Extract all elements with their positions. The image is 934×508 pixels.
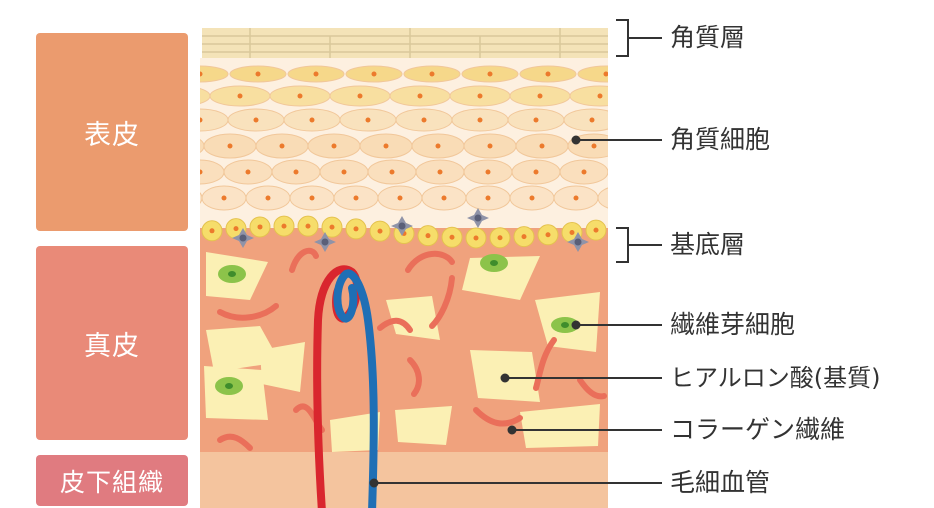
basal-cell [346,219,366,239]
basal-cell [538,225,558,245]
keratinocyte-cell [150,86,210,106]
basal-cell [514,227,534,247]
keratinocyte-cell [390,86,450,106]
keratinocyte-cell [308,134,360,158]
fibroblast-cell [215,377,243,395]
keratinocyte-cell [346,66,402,82]
keratinocyte-cell [172,109,228,131]
keratinocyte-cell [204,134,256,158]
keratinocyte-cell [452,109,508,131]
basal-layer-label: 基底層 [670,230,745,260]
keratinocyte-cell [320,160,368,184]
keratinocyte-layer [150,58,656,228]
keratinocyte-cell [330,86,390,106]
keratinocyte-cell [450,86,510,106]
keratinocyte-cell [564,109,620,131]
keratinocyte-cell [516,134,568,158]
basal-cell [466,228,486,248]
keratinocyte-cell [290,186,334,210]
basal-cell [298,216,318,236]
keratinocyte-cell [152,134,204,158]
keratinocyte-cell [554,186,598,210]
dermis-layer [200,228,608,460]
hyaluronic-matrix-patch [395,406,452,445]
collagen-fiber-label: コラーゲン繊維 [670,415,845,445]
keratinocyte-cell [396,109,452,131]
keratinocyte-cell [598,186,642,210]
keratinocyte-label: 角質細胞 [670,125,770,155]
basal-cell [250,217,270,237]
keratinocyte-cell [416,160,464,184]
keratinocyte-cell [422,186,466,210]
fibroblast-label: 繊維芽細胞 [670,310,795,340]
basal-cell [274,216,294,236]
keratinocyte-cell [560,160,608,184]
keratinocyte-cell [360,134,412,158]
keratinocyte-cell [464,134,516,158]
keratinocyte-cell [462,66,518,82]
keratinocyte-cell [578,66,634,82]
fibroblast-cell [480,254,508,272]
hyaluronic-matrix-patch [260,342,305,392]
keratinocyte-cell [404,66,460,82]
capillary-label: 毛細血管 [670,468,770,498]
subcutaneous-layer [200,452,608,508]
keratinocyte-cell [334,186,378,210]
keratinocyte-cell [210,86,270,106]
keratinocyte-cell [340,109,396,131]
keratinocyte-cell [172,66,228,82]
keratinocyte-cell [224,160,272,184]
stratum-corneum-label: 角質層 [670,23,745,53]
keratinocyte-cell [246,186,290,210]
keratinocyte-cell [288,66,344,82]
keratinocyte-cell [284,109,340,131]
keratinocyte-cell [464,160,512,184]
keratinocyte-cell [272,160,320,184]
basal-cell [490,228,510,248]
keratinocyte-cell [520,66,576,82]
keratinocyte-cell [228,109,284,131]
keratinocyte-cell [270,86,330,106]
keratinocyte-cell [368,160,416,184]
basal-cell [418,226,438,246]
keratinocyte-cell [466,186,510,210]
basal-cell [586,220,606,240]
keratinocyte-cell [608,160,656,184]
keratinocyte-cell [570,86,630,106]
keratinocyte-cell [508,109,564,131]
keratinocyte-cell [512,160,560,184]
keratinocyte-cell [202,186,246,210]
basal-cell [202,221,222,241]
keratinocyte-cell [256,134,308,158]
keratinocyte-cell [412,134,464,158]
keratinocyte-cell [176,160,224,184]
basal-cell [370,221,390,241]
keratinocyte-cell [230,66,286,82]
keratinocyte-cell [510,186,554,210]
keratinocyte-cell [158,186,202,210]
basal-cell [442,227,462,247]
keratinocyte-cell [510,86,570,106]
hyaluronic-acid-label: ヒアルロン酸(基質) [670,363,881,393]
fibroblast-cell [218,265,246,283]
keratinocyte-cell [378,186,422,210]
